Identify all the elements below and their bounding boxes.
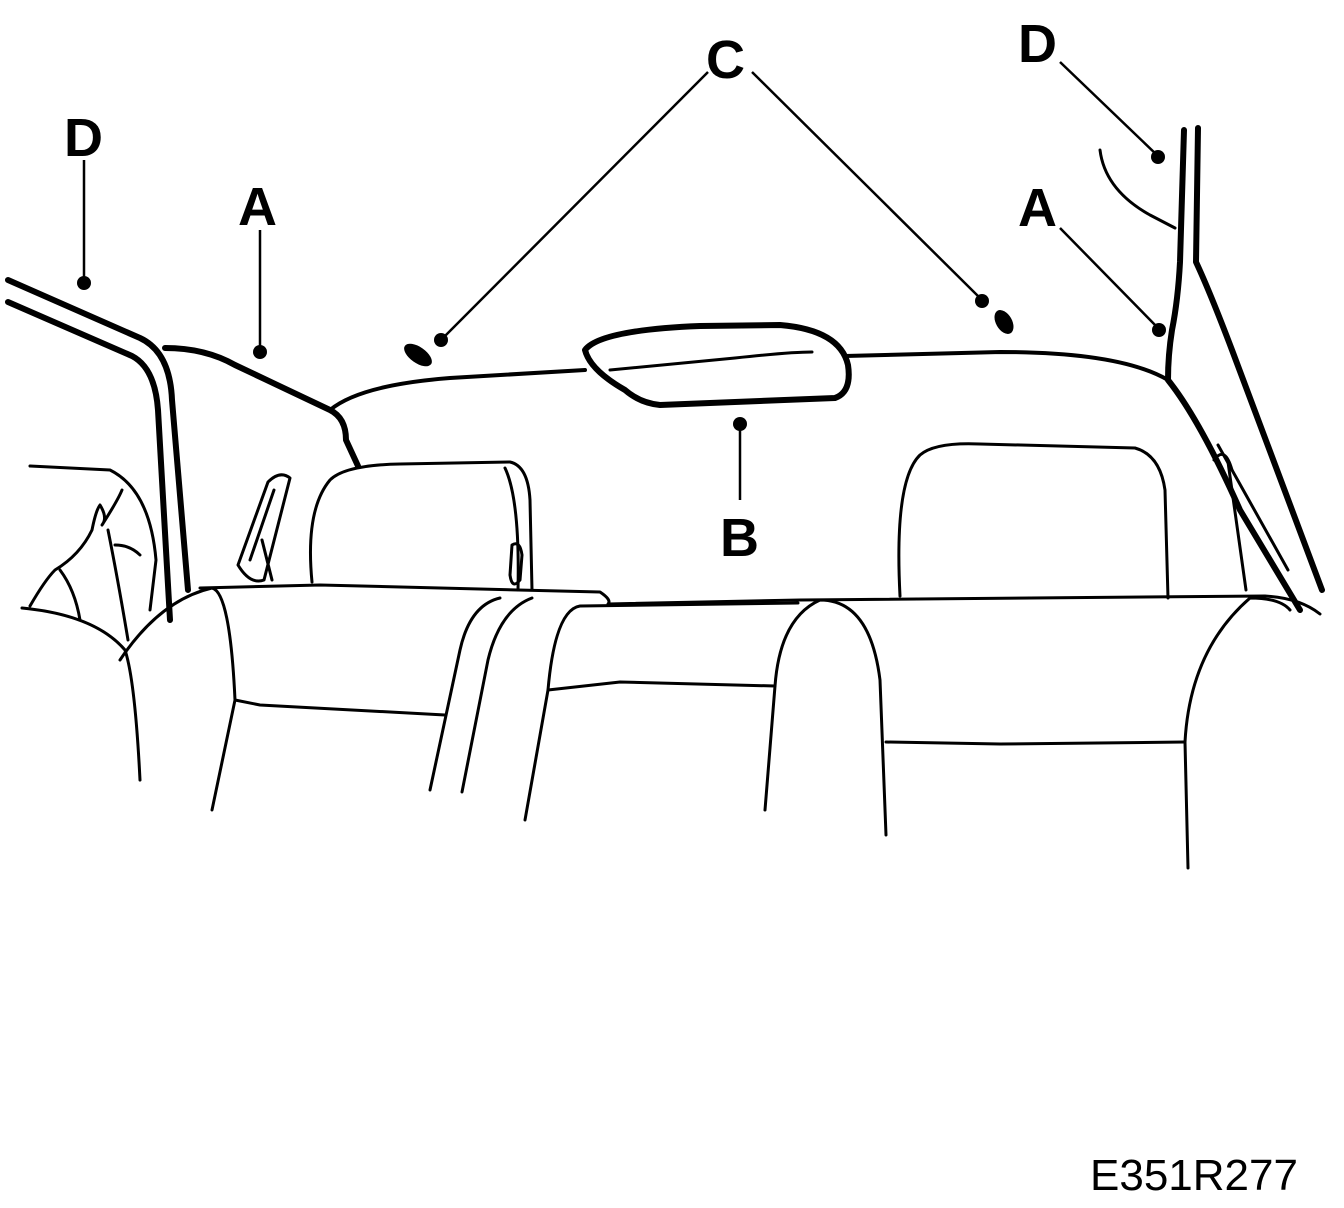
label-d-left: D bbox=[64, 108, 103, 168]
figure-code: E351R277 bbox=[1090, 1151, 1298, 1200]
left-headrest bbox=[309, 460, 534, 592]
label-a-left: A bbox=[238, 177, 277, 237]
leader-lines bbox=[77, 61, 1166, 500]
label-b: B bbox=[720, 508, 759, 568]
right-pillar-trim bbox=[1098, 125, 1325, 613]
headliner-rear-edge-right bbox=[843, 350, 1170, 382]
label-a-right: A bbox=[1018, 178, 1057, 238]
fastener-left bbox=[404, 343, 432, 367]
right-headrest bbox=[897, 442, 1170, 600]
interior-light-housing bbox=[582, 322, 852, 408]
rear-seat-backs bbox=[118, 583, 1322, 870]
fastener-right bbox=[994, 310, 1014, 334]
left-seat-belt-guide bbox=[236, 473, 292, 583]
left-pillar-trim bbox=[5, 277, 191, 623]
headliner-rear-edge bbox=[328, 368, 587, 412]
label-d-right: D bbox=[1018, 14, 1057, 74]
label-c: C bbox=[706, 30, 745, 90]
right-seat-belt-guide bbox=[1212, 443, 1290, 592]
left-headliner-edge bbox=[162, 345, 361, 469]
front-seat-occupant bbox=[20, 464, 158, 782]
